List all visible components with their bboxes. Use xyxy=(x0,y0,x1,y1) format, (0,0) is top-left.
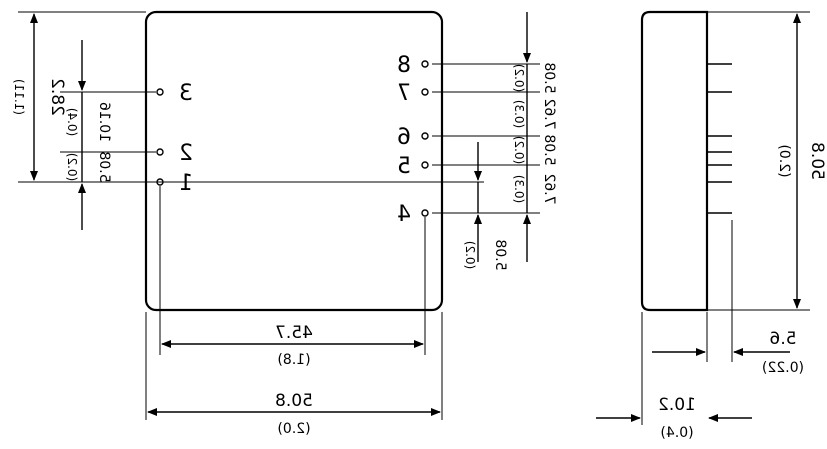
module-body-side xyxy=(640,10,709,312)
dim-width-inner-mm: 45.7 xyxy=(275,323,313,343)
dim-right-4-in: (0.2) xyxy=(463,241,477,269)
side-view: 50.8 (2.0) 5.6 (0.22) 10.2 (0.4) xyxy=(596,10,827,441)
dim-right-65-mm: 5.08 xyxy=(541,134,557,165)
pin-label-3: 3 xyxy=(179,81,193,106)
dim-right-76-mm: 7.62 xyxy=(541,98,557,129)
dim-width-inner-in: (1.8) xyxy=(277,352,310,368)
side-thickness-in: (0.4) xyxy=(660,425,693,441)
pin-2-marker xyxy=(156,148,164,156)
pin-label-4: 4 xyxy=(397,202,411,227)
bottom-dimensions: 45.7 (1.8) 50.8 (2.0) xyxy=(145,186,443,437)
pin-6-marker xyxy=(421,132,429,140)
side-pin-length-mm: 5.6 xyxy=(769,329,796,349)
dim-left-pitch-mm: 10.16 xyxy=(96,102,112,142)
dim-right-87-in: (0.2) xyxy=(512,64,526,92)
dim-right-4-mm: 5.08 xyxy=(492,239,508,270)
pin-label-1: 1 xyxy=(179,171,193,196)
module-body-front xyxy=(144,10,444,312)
side-thickness-mm: 10.2 xyxy=(658,395,696,415)
dim-left-outer-mm: 28.2 xyxy=(47,78,67,116)
side-pins xyxy=(707,63,732,214)
pin-markers xyxy=(156,60,429,217)
pin-4-marker xyxy=(421,209,429,217)
dim-left-pitch-in: (0.4) xyxy=(65,108,79,136)
pin-3-marker xyxy=(156,88,164,96)
dim-right-87-mm: 5.08 xyxy=(541,62,557,93)
dim-left-pin12-mm: 5.08 xyxy=(96,151,112,182)
pin-label-7: 7 xyxy=(397,81,411,106)
pin-7-marker xyxy=(421,88,429,96)
dim-left-pin12-in: (0.2) xyxy=(65,153,79,181)
pin-label-2: 2 xyxy=(179,141,193,166)
dim-right-54-in: (0.3) xyxy=(512,175,526,203)
side-height-in: (2.0) xyxy=(776,144,792,177)
side-height-mm: 50.8 xyxy=(807,142,827,180)
dim-right-54-mm: 7.62 xyxy=(541,173,557,204)
right-dimensions: 5.08 (0.2) 7.62 (0.3) 5.08 (0.2) 7.62 (0… xyxy=(432,12,557,271)
pin-label-6: 6 xyxy=(397,125,411,150)
dim-right-76-in: (0.3) xyxy=(512,100,526,128)
left-dimensions: 28.2 (1.11) 10.16 (0.4) 5.08 (0.2) xyxy=(12,11,484,230)
dim-right-65-in: (0.2) xyxy=(512,136,526,164)
dim-width-outer-in: (2.0) xyxy=(277,421,310,437)
pin-5-marker xyxy=(421,161,429,169)
side-pin-length-in: (0.22) xyxy=(762,360,804,376)
dim-width-outer-mm: 50.8 xyxy=(275,391,313,411)
dim-left-outer-in: (1.11) xyxy=(12,79,26,115)
pin-label-5: 5 xyxy=(397,154,411,179)
pin-labels: 8 7 6 5 4 3 2 1 xyxy=(179,53,411,227)
pin-8-marker xyxy=(421,60,429,68)
pin-label-8: 8 xyxy=(397,53,411,78)
